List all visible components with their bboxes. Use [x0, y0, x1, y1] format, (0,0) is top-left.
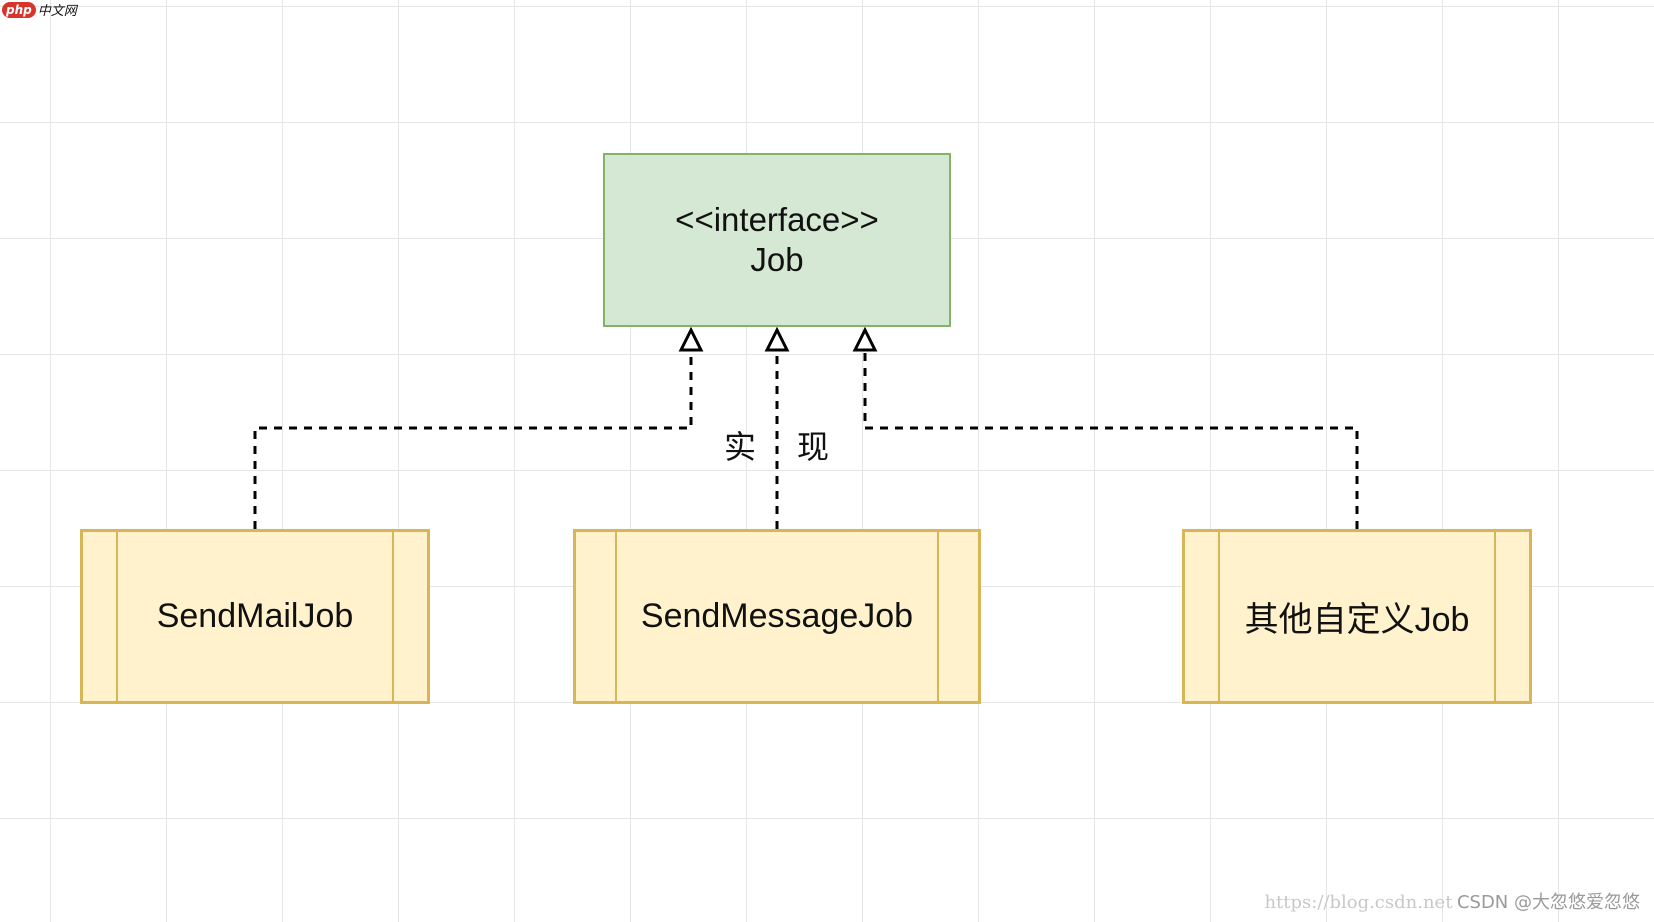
- class-name: SendMailJob: [156, 597, 354, 635]
- class-name: SendMessageJob: [640, 597, 914, 635]
- box-divider: [1218, 532, 1220, 701]
- site-logo: php 中文网: [2, 0, 77, 19]
- interface-name: Job: [750, 241, 804, 278]
- class-name: 其他自定义Job: [1244, 601, 1470, 639]
- realization-line-custom-job: [863, 350, 1359, 529]
- box-divider: [116, 532, 118, 701]
- class-box-sendmessagejob[interactable]: SendMessageJob: [573, 529, 981, 704]
- class-box-custom-job[interactable]: 其他自定义Job: [1182, 529, 1532, 704]
- box-divider: [937, 532, 939, 701]
- realization-arrowhead: [852, 326, 878, 352]
- watermark: https://blog.csdn.net CSDN @大忽悠爱忽悠: [1264, 888, 1640, 914]
- watermark-author: CSDN @大忽悠爱忽悠: [1456, 892, 1640, 913]
- logo-text: 中文网: [37, 4, 77, 19]
- relationship-label-char: 实: [724, 428, 757, 466]
- box-divider: [615, 532, 617, 701]
- realization-line-sendmailjob: [253, 350, 693, 529]
- box-divider: [392, 532, 394, 701]
- watermark-url: https://blog.csdn.net: [1264, 892, 1453, 913]
- realization-arrowhead: [678, 326, 704, 352]
- realization-arrowhead: [764, 326, 790, 352]
- box-divider: [1494, 532, 1496, 701]
- logo-mark: php: [2, 1, 36, 18]
- interface-job-box[interactable]: <<interface>> Job: [603, 153, 951, 327]
- class-box-sendmailjob[interactable]: SendMailJob: [80, 529, 430, 704]
- relationship-label-char: 现: [797, 428, 830, 466]
- interface-stereotype: <<interface>>: [675, 201, 879, 238]
